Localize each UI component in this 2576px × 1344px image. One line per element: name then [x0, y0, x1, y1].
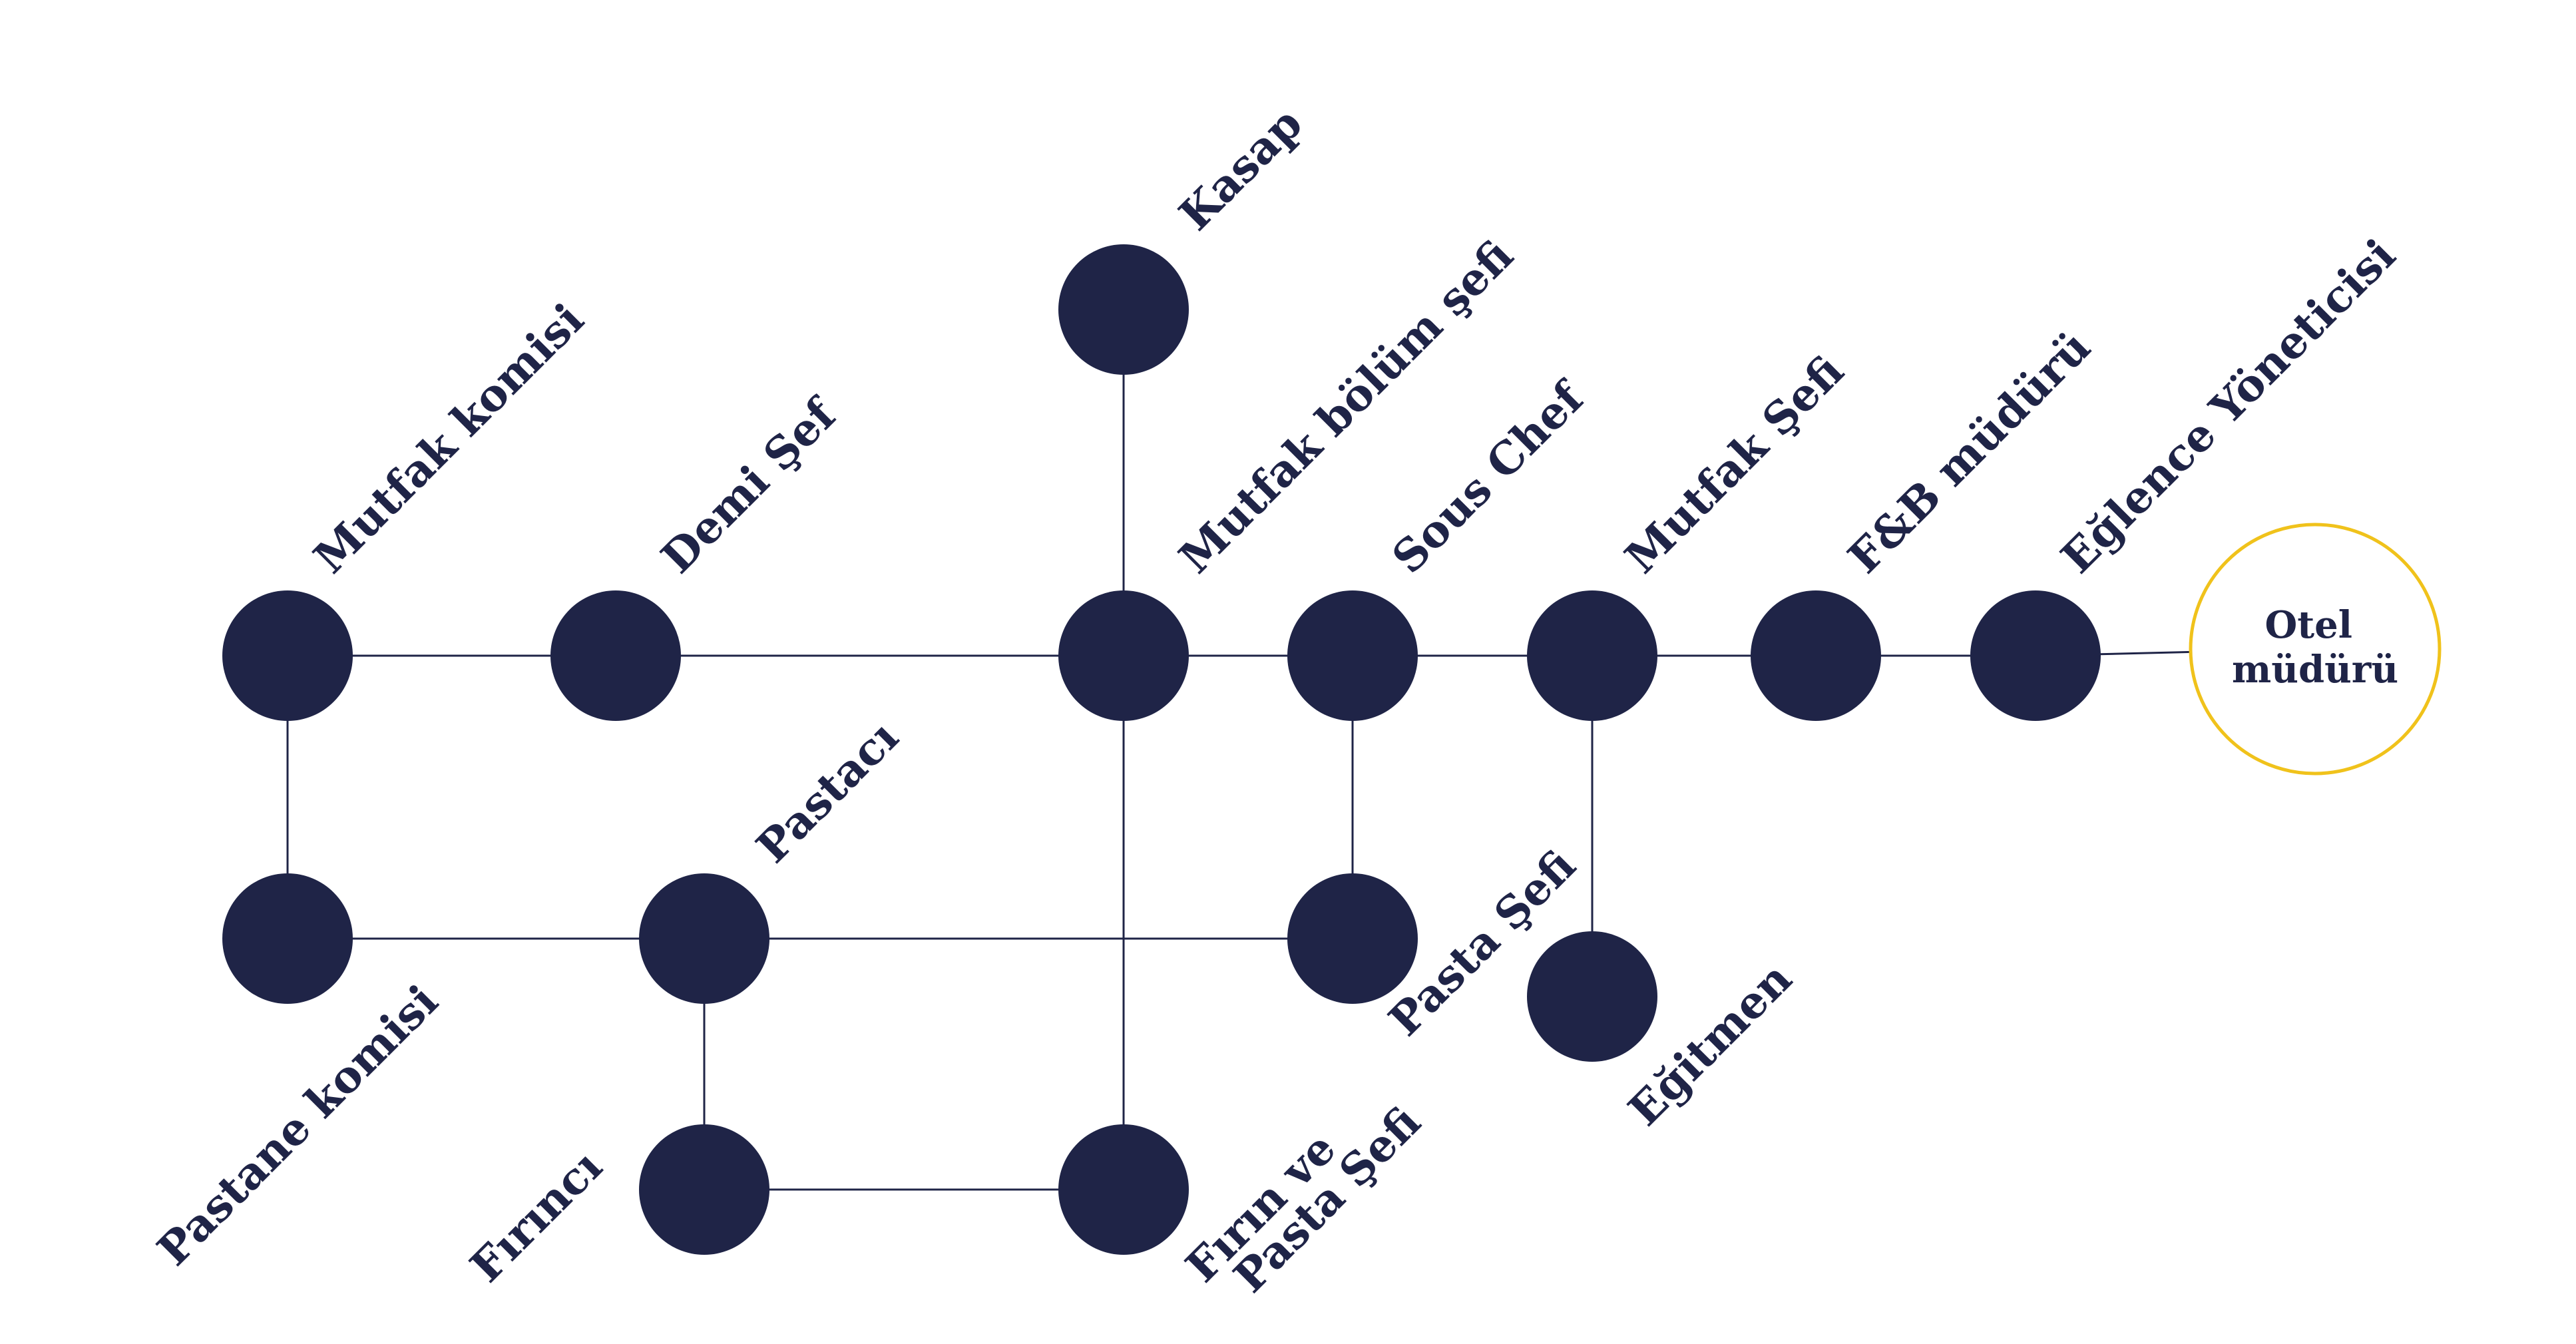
node-firin-ve-pasta-sefi[interactable] — [1058, 1124, 1189, 1255]
label-mutfak-sefi: Mutfak Şefi — [1615, 345, 1854, 584]
label-otel-muduru-line2: müdürü — [2232, 648, 2398, 692]
node-mutfak-komisi[interactable] — [222, 590, 353, 721]
node-eglence-yoneticisi[interactable] — [1970, 590, 2101, 721]
node-otel-muduru[interactable] — [2189, 523, 2442, 776]
label-sous-chef: Sous Chef — [1382, 370, 1595, 583]
label-firin-ve-pasta-sefi: Fırın ve Pasta Şefi — [1176, 1066, 1430, 1321]
label-kasap: Kasap — [1169, 97, 1312, 240]
node-demi-sef[interactable] — [550, 590, 681, 721]
label-firinci: Fırıncı — [460, 1140, 612, 1292]
node-firinci[interactable] — [639, 1124, 769, 1255]
node-pastane-komisi[interactable] — [222, 873, 353, 1004]
node-egitmen[interactable] — [1527, 931, 1657, 1062]
label-pastaci: Pastacı — [746, 711, 908, 873]
label-mutfak-komisi: Mutfak komisi — [304, 294, 594, 584]
label-demi-sef: Demi Şef — [651, 387, 847, 584]
label-otel-muduru: Otel müdürü — [2232, 603, 2398, 692]
node-pastaci[interactable] — [639, 873, 769, 1004]
node-sous-chef[interactable] — [1287, 590, 1418, 721]
node-pasta-sefi[interactable] — [1287, 873, 1418, 1004]
node-mutfak-sefi[interactable] — [1527, 590, 1657, 721]
label-pastane-komisi: Pastane komisi — [147, 975, 448, 1276]
label-otel-muduru-line1: Otel — [2264, 603, 2352, 647]
node-mutfak-bolum-sefi[interactable] — [1058, 590, 1189, 721]
node-fb-muduru[interactable] — [1751, 590, 1881, 721]
node-kasap[interactable] — [1058, 244, 1189, 375]
